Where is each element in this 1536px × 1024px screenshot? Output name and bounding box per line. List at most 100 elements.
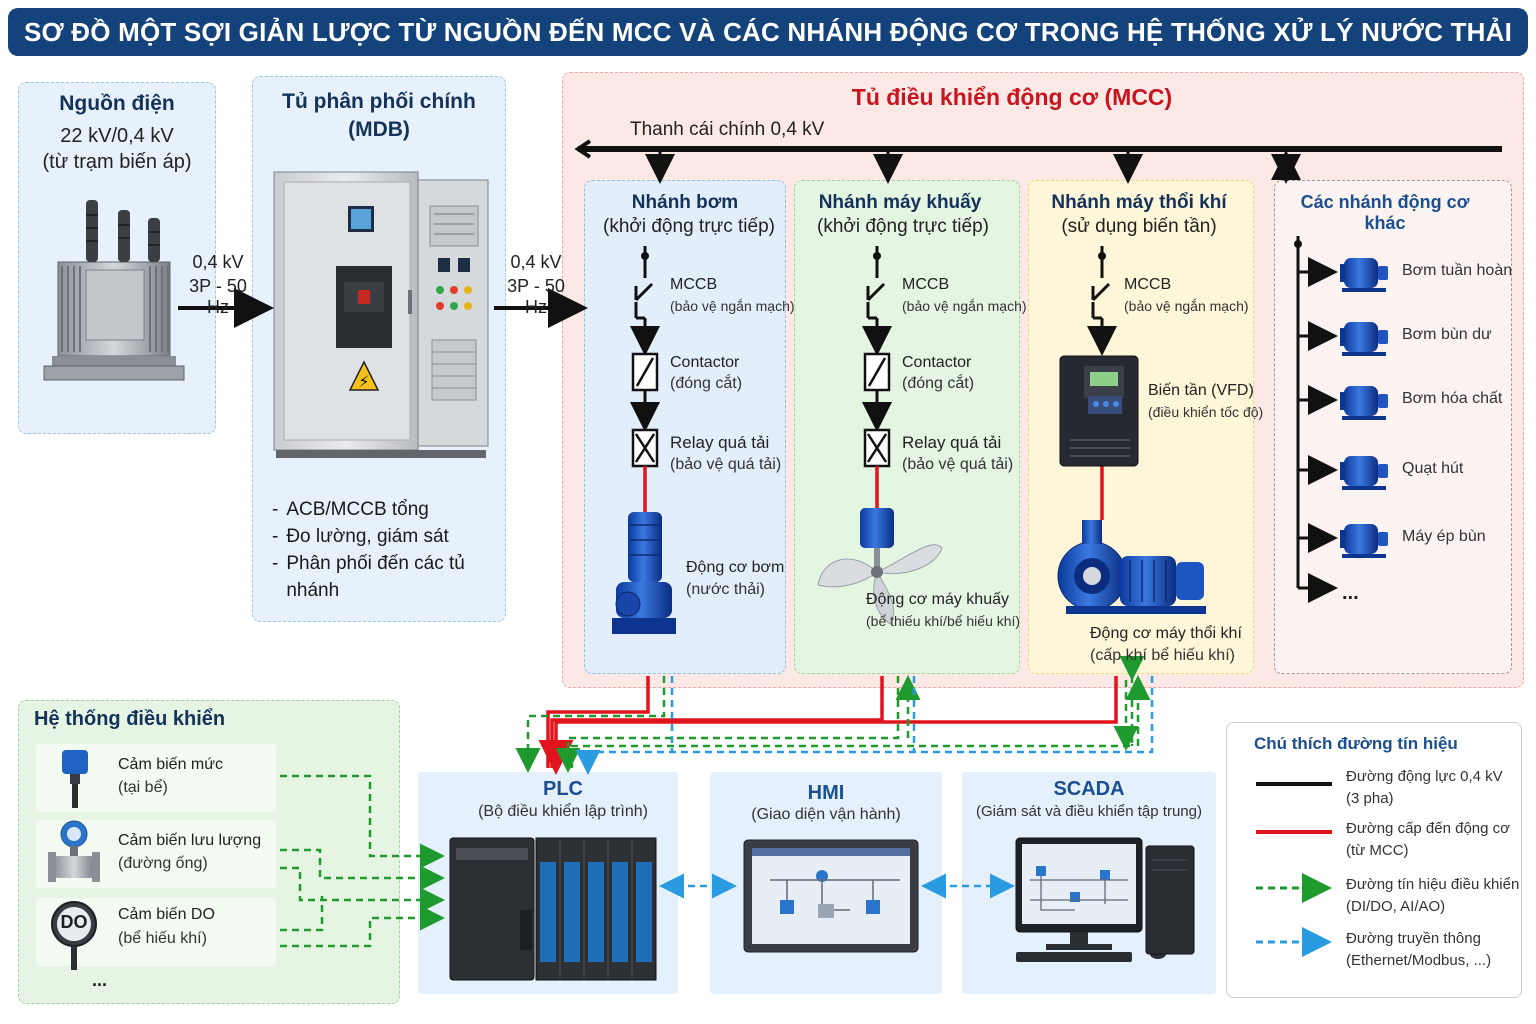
submersible-pump-motor-icon <box>612 512 676 634</box>
do-sensor-label: Cảm biến DO <box>118 906 215 923</box>
mixer-mccb-label: MCCB <box>902 276 950 293</box>
legend-panel <box>1226 722 1522 998</box>
other-motor-label: Bơm hóa chất <box>1402 390 1503 407</box>
transformer-icon <box>43 200 185 381</box>
legend-item-label: Đường cấp đến động cơ <box>1346 820 1510 837</box>
plc-rack-icon <box>449 837 657 981</box>
mixer-motor-label: Động cơ máy khuấy <box>866 591 1009 608</box>
pump-branch-chain <box>630 246 660 512</box>
legend-item-desc: (DI/DO, AI/AO) <box>1346 898 1446 915</box>
legend-item-desc: (Ethernet/Modbus, ...) <box>1346 952 1492 969</box>
sensor-signal-lines <box>280 774 445 948</box>
mdb-heading: Tủ phân phối chính <box>282 90 476 113</box>
bullet: - <box>272 526 279 547</box>
hmi-panel-icon <box>743 839 919 953</box>
mdb-feature-text: Đo lường, giám sát <box>286 526 449 547</box>
legend-item-label: Đường động lực 0,4 kV <box>1346 768 1503 785</box>
do-sensor-text: DO <box>60 912 88 932</box>
control-more-ellipsis: ... <box>92 970 108 990</box>
blower-branch-subheading: (sử dụng biến tần) <box>1061 216 1217 237</box>
pump-mccb-label: MCCB <box>670 276 718 293</box>
other-motor-label: Quạt hút <box>1402 460 1464 477</box>
level-sensor-desc: (tại bể) <box>118 779 168 796</box>
flow-sensor-icon <box>48 820 100 882</box>
other-branches-tree <box>1294 236 1338 603</box>
mixer-mccb-desc: (bảo vệ ngắn mạch) <box>902 298 1027 314</box>
motor-icon <box>1340 524 1388 558</box>
arrow1-phase: 3P - 50 Hz <box>189 276 247 317</box>
pump-contactor-label: Contactor <box>670 354 740 371</box>
scada-heading: SCADA <box>1053 778 1125 800</box>
do-sensor-icon <box>51 901 97 970</box>
comm-lines-mcc <box>575 676 1154 775</box>
blower-mccb-desc: (bảo vệ ngắn mạch) <box>1124 298 1249 314</box>
mixer-contactor-desc: (đóng cắt) <box>902 375 975 392</box>
legend-heading: Chú thích đường tín hiệu <box>1254 734 1458 753</box>
small-motor-icons <box>1340 258 1388 558</box>
motor-icon <box>1340 322 1388 356</box>
legend-item-desc: (3 pha) <box>1346 790 1394 807</box>
arrow2-voltage: 0,4 kV <box>510 252 562 272</box>
mixer-branch-subheading: (khởi động trực tiếp) <box>817 216 989 237</box>
motor-icon <box>1340 258 1388 292</box>
flow-sensor-label: Cảm biến lưu lượng <box>118 832 262 849</box>
control-heading: Hệ thống điều khiển <box>34 708 226 730</box>
do-sensor-desc: (bể hiếu khí) <box>118 930 207 947</box>
blower-motor-icon <box>1057 520 1206 614</box>
legend-item-desc: (từ MCC) <box>1346 842 1409 859</box>
vfd-drive-icon <box>1059 355 1139 467</box>
legend-item-label: Đường tín hiệu điều khiển <box>1346 876 1520 893</box>
bullet: - <box>272 499 279 520</box>
other-motor-label: Bơm bùn dư <box>1402 326 1492 343</box>
plc-heading: PLC <box>543 778 583 800</box>
plc-desc: (Bộ điều khiển lập trình) <box>478 803 648 820</box>
vfd-label: Biến tần (VFD) <box>1148 382 1254 399</box>
other-motor-label: Bơm tuần hoàn <box>1402 262 1513 279</box>
svg-text:⚡: ⚡ <box>358 372 369 391</box>
source-heading: Nguồn điện <box>59 92 175 115</box>
mixer-relay-label: Relay quá tải <box>902 433 1002 452</box>
page-title: SƠ ĐỒ MỘT SỢI GIẢN LƯỢC TỪ NGUỒN ĐẾN MCC… <box>8 8 1528 56</box>
main-busbar <box>574 139 1502 184</box>
level-sensor-icon <box>62 750 88 808</box>
blower-motor-desc: (cấp khí bể hiếu khí) <box>1090 647 1235 664</box>
blower-branch-heading: Nhánh máy thổi khí <box>1051 192 1227 213</box>
pump-mccb-desc: (bảo vệ ngắn mạch) <box>670 298 795 314</box>
busbar-label: Thanh cái chính 0,4 kV <box>630 119 825 140</box>
mdb-feature-text: ACB/MCCB tổng <box>286 499 429 520</box>
mdb-feature-list: -ACB/MCCB tổng -Đo lường, giám sát -Phân… <box>272 496 502 604</box>
mdb-cabinet-icon: ⚡ <box>273 171 489 458</box>
other-more-ellipsis: ... <box>1342 582 1359 604</box>
mixer-motor-icon <box>817 508 943 625</box>
mdb-feature-item: -ACB/MCCB tổng <box>272 496 502 523</box>
arrow1-voltage: 0,4 kV <box>192 252 244 272</box>
blower-branch-chain <box>1087 246 1117 520</box>
legend-swatches <box>1256 782 1332 957</box>
other-motor-label: Máy ép bùn <box>1402 528 1486 545</box>
motor-feed-lines <box>538 676 1118 775</box>
vfd-desc: (điều khiển tốc độ) <box>1148 404 1264 420</box>
mdb-feature-item: -Phân phối đến các tủ nhánh <box>272 550 502 604</box>
motor-icon <box>1340 386 1388 420</box>
pump-branch-heading: Nhánh bơm <box>631 192 739 213</box>
pump-contactor-desc: (đóng cắt) <box>670 375 743 392</box>
pump-relay-label: Relay quá tải <box>670 433 770 452</box>
bullet: - <box>272 553 279 574</box>
mixer-motor-desc: (bể thiếu khí/bể hiếu khí) <box>866 613 1021 629</box>
legend-item-label: Đường truyền thông <box>1346 930 1481 947</box>
mdb-heading-abbr: (MDB) <box>348 118 410 141</box>
mixer-branch-heading: Nhánh máy khuấy <box>818 192 982 213</box>
mixer-branch-chain <box>862 246 892 508</box>
mixer-branch-panel <box>794 180 1020 674</box>
hmi-desc: (Giao diện vận hành) <box>751 806 901 823</box>
pump-motor-label: Động cơ bơm <box>686 559 785 576</box>
mcc-heading: Tủ điều khiển động cơ (MCC) <box>851 84 1173 110</box>
hmi-heading: HMI <box>807 782 845 804</box>
source-voltage: 22 kV/0,4 kV <box>60 125 174 147</box>
pump-branch-subheading: (khởi động trực tiếp) <box>603 216 775 237</box>
blower-mccb-label: MCCB <box>1124 276 1172 293</box>
motor-icon <box>1340 456 1388 490</box>
other-branch-heading: Các nhánh động cơ khác <box>1300 192 1470 233</box>
pump-motor-desc: (nước thải) <box>686 581 765 598</box>
